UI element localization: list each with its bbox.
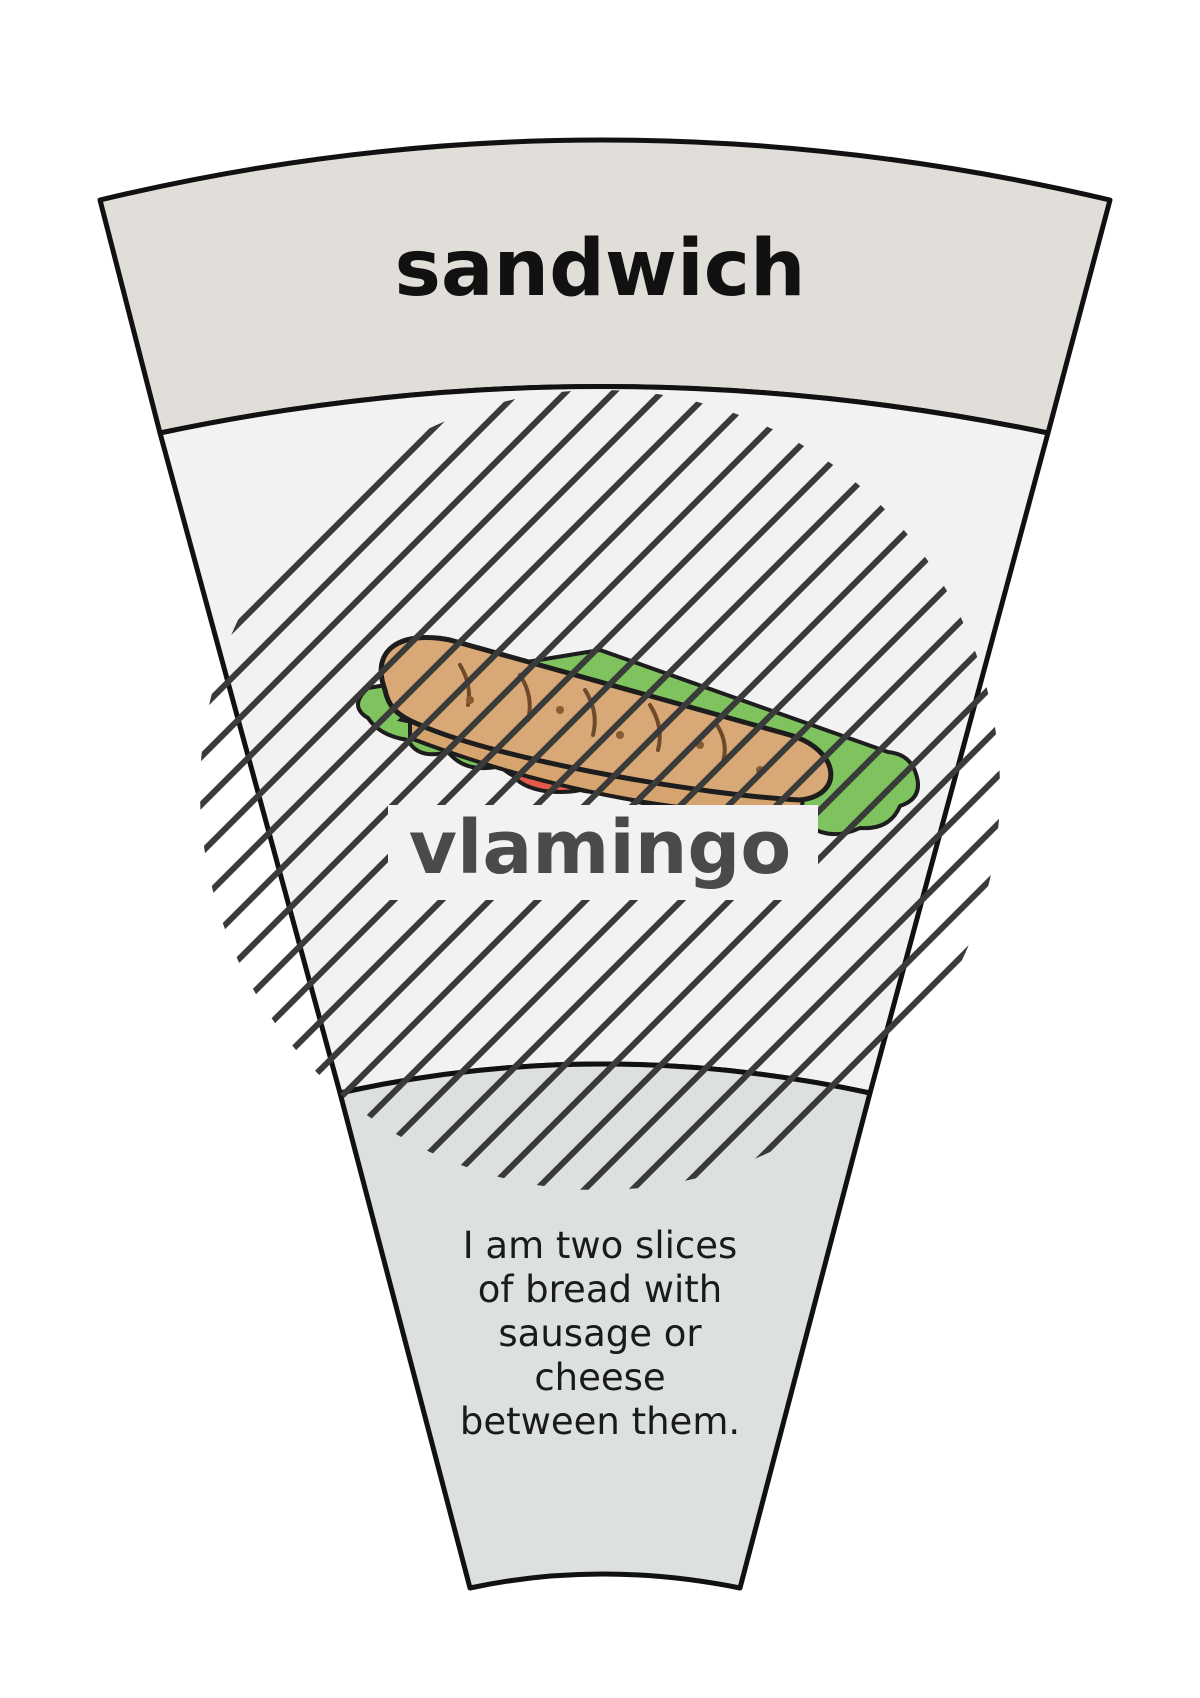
watermark-backing — [388, 805, 818, 900]
hatch-line — [200, 390, 959, 1190]
hatch-line — [241, 390, 1000, 1190]
description-line: cheese — [534, 1356, 665, 1399]
hatch-line — [481, 390, 1000, 1190]
hatch-line — [200, 390, 575, 1190]
hatch-line — [289, 390, 1000, 1190]
hatch-line — [200, 390, 719, 1190]
description-band — [337, 1061, 873, 1591]
hatch-line — [200, 390, 863, 1190]
hatch-line — [1156, 290, 1200, 1290]
description-line: between them. — [460, 1400, 740, 1443]
description-line: I am two slices — [463, 1224, 738, 1267]
hatch-line — [200, 390, 815, 1190]
description-line: sausage or — [498, 1312, 702, 1355]
card-description: I am two slices of bread with sausage or… — [460, 1224, 740, 1443]
hatch-line — [337, 390, 1000, 1190]
hatch-line — [1060, 290, 1200, 1290]
hatch-line — [200, 390, 911, 1190]
hatch-line — [385, 390, 1000, 1190]
hatch-line — [433, 390, 1000, 1190]
hatch-line — [200, 390, 767, 1190]
description-line: of bread with — [478, 1268, 723, 1311]
hatch-line — [0, 290, 92, 1290]
watermark-logo: vlamingo — [409, 805, 792, 891]
hatch-line — [200, 390, 623, 1190]
hatch-line — [200, 390, 671, 1190]
hatch-line — [0, 290, 140, 1290]
hatch-line — [1108, 290, 1200, 1290]
hatch-line — [577, 390, 1000, 1190]
hatch-line — [529, 390, 1000, 1190]
card-title: sandwich — [395, 224, 806, 314]
hatch-line — [625, 390, 1000, 1190]
hatch-line — [0, 290, 44, 1290]
